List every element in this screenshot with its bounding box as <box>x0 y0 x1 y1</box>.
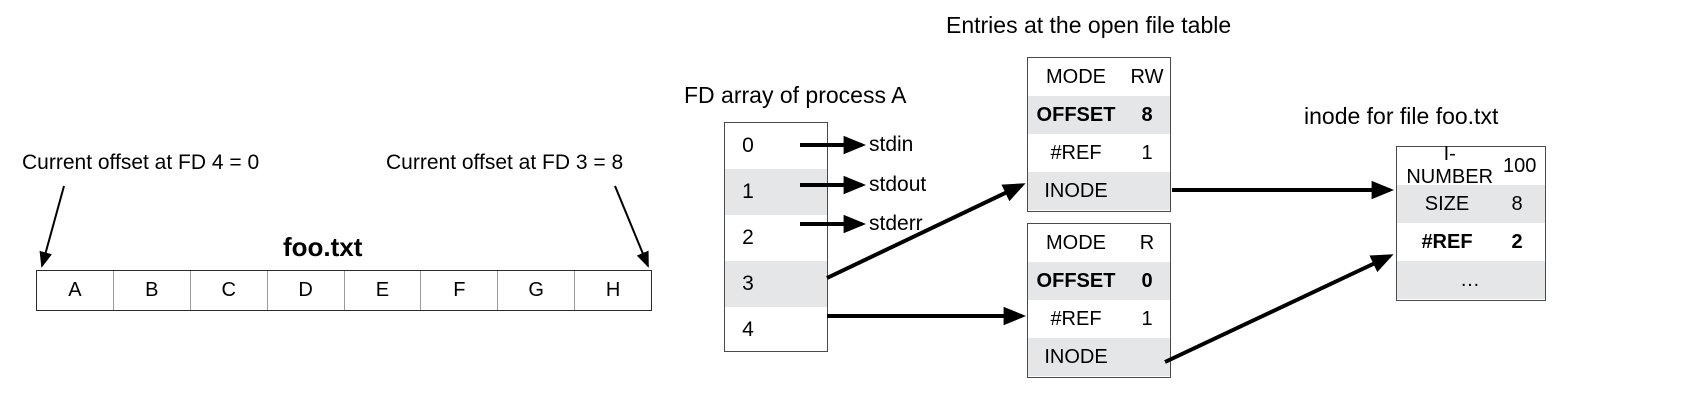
fd-target-stdout: stdout <box>869 173 927 196</box>
inode-row-ellipsis: … <box>1397 261 1545 299</box>
row-value: R <box>1139 231 1155 254</box>
fd-row-3: 3 <box>725 261 827 307</box>
fd-index-label: 2 <box>742 226 754 249</box>
file-byte-array: A B C D E F G H <box>36 270 652 311</box>
byte-cell: D <box>267 271 345 310</box>
row-key: OFFSET <box>1036 269 1116 292</box>
inode-row-ref: #REF 2 <box>1397 223 1545 261</box>
row-key: OFFSET <box>1036 103 1116 126</box>
entry-row-offset: OFFSET 0 <box>1028 262 1170 300</box>
row-key: #REF <box>1050 141 1102 164</box>
row-value: 2 <box>1511 230 1523 253</box>
entry-row-ref: #REF 1 <box>1028 300 1170 338</box>
open-file-entry-2: MODE R OFFSET 0 #REF 1 INODE <box>1027 223 1171 378</box>
row-key: #REF <box>1050 307 1102 330</box>
entry-row-inode: INODE <box>1028 338 1170 376</box>
offset-annotation-left: Current offset at FD 4 = 0 <box>22 151 260 174</box>
fd-target-stdin: stdin <box>869 133 914 156</box>
entry-row-inode: INODE <box>1028 172 1170 210</box>
arrow-offset-fd4 <box>39 185 65 268</box>
row-value: 8 <box>1511 192 1523 215</box>
row-key: … <box>1460 268 1482 291</box>
entry-row-mode: MODE RW <box>1028 58 1170 96</box>
fd-row-1: 1 <box>725 169 827 215</box>
fd-row-4: 4 <box>725 307 827 353</box>
inode-row-inumber: I-NUMBER 100 <box>1397 143 1545 188</box>
entry-row-ref: #REF 1 <box>1028 134 1170 172</box>
row-value: 100 <box>1503 154 1537 177</box>
row-key: #REF <box>1421 230 1473 253</box>
arrow-oft2-inode <box>1164 254 1394 364</box>
byte-cell: H <box>575 271 651 310</box>
inode-title: inode for file foo.txt <box>1304 103 1499 129</box>
fd-index-label: 3 <box>742 272 754 295</box>
arrow-offset-fd3 <box>614 185 649 268</box>
byte-cell: C <box>190 271 268 310</box>
byte-cell: G <box>498 271 576 310</box>
fd-index-label: 4 <box>742 318 754 341</box>
fd-row-2: 2 <box>725 215 827 261</box>
row-value: RW <box>1130 65 1164 88</box>
row-value: 8 <box>1141 103 1153 126</box>
row-key: INODE <box>1044 179 1108 202</box>
open-file-entry-1: MODE RW OFFSET 8 #REF 1 INODE <box>1027 57 1171 212</box>
open-file-table-title: Entries at the open file table <box>946 12 1232 38</box>
fd-index-label: 0 <box>742 134 754 157</box>
inode-table: I-NUMBER 100 SIZE 8 #REF 2 … <box>1396 143 1546 301</box>
entry-row-mode: MODE R <box>1028 224 1170 262</box>
row-key: SIZE <box>1424 192 1470 215</box>
row-key: INODE <box>1044 345 1108 368</box>
arrow-fd3-oft1 <box>826 183 1026 280</box>
row-value: 1 <box>1141 307 1153 330</box>
byte-cell: F <box>421 271 499 310</box>
row-value: 1 <box>1141 141 1153 164</box>
row-key: MODE <box>1046 231 1106 254</box>
byte-cell: B <box>113 271 191 310</box>
byte-cell: A <box>37 271 114 310</box>
entry-row-offset: OFFSET 8 <box>1028 96 1170 134</box>
row-value: 0 <box>1141 269 1153 292</box>
fd-array-title: FD array of process A <box>684 82 907 108</box>
file-name-label: foo.txt <box>283 232 363 262</box>
row-key: I-NUMBER <box>1406 143 1494 188</box>
fd-target-stderr: stderr <box>869 212 923 235</box>
byte-cell: E <box>344 271 422 310</box>
row-key: MODE <box>1046 65 1106 88</box>
offset-annotation-right: Current offset at FD 3 = 8 <box>386 151 624 174</box>
inode-row-size: SIZE 8 <box>1397 185 1545 223</box>
fd-row-0: 0 <box>725 123 827 169</box>
fd-array-box: 0 1 2 3 4 <box>724 122 828 352</box>
fd-index-label: 1 <box>742 180 754 203</box>
